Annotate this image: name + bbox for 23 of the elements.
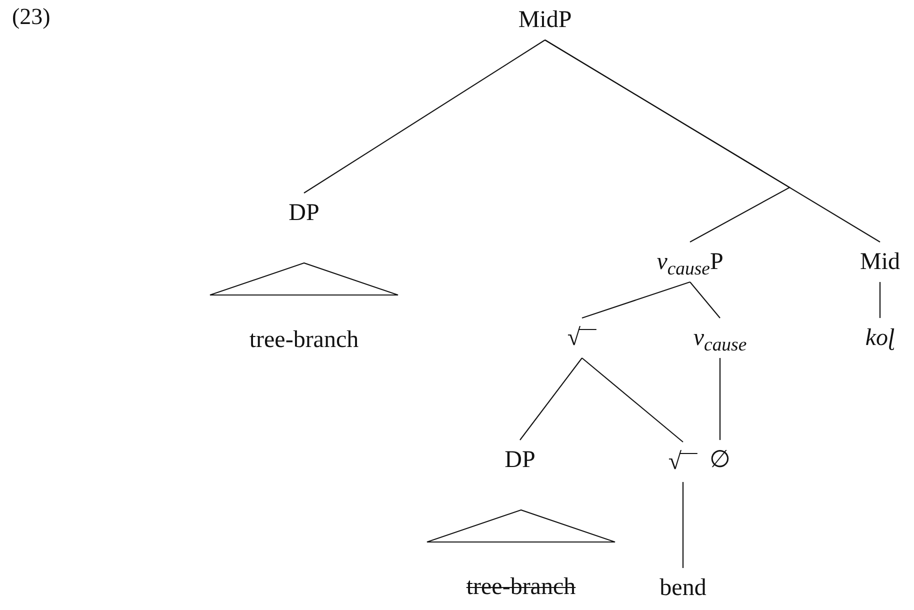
tree-node-label: v$_{cause}$ [689,318,751,358]
tree-node-label: ∅ [706,440,734,480]
tree-branch-line [582,358,684,442]
tree-node-label: bend [656,568,710,608]
tree-node-label: DP [284,193,324,233]
tree-branch-line [719,358,721,440]
tree-node-label: Mid [856,242,904,282]
tree-node-label: v$_{cause}$P [652,242,728,282]
tree-branch-line [520,358,582,440]
tree-branch-line [682,482,684,568]
tree-node-label: √ [664,442,702,482]
node-text: tree-branch [466,573,576,601]
tree-branch-line [304,40,546,194]
example-number: (23) [12,4,50,30]
tree-branch-line [690,282,720,318]
tree-branch-line [879,282,881,318]
tree-branch-line [582,281,690,319]
tree-node-label: DP [500,440,540,480]
node-text: tree-branch [249,326,359,354]
tree-node-label: MidP [514,0,576,40]
tree-node-label: koɭ [861,318,899,358]
tree-node-label: √ [563,318,601,358]
tree-branch-line [544,40,791,242]
